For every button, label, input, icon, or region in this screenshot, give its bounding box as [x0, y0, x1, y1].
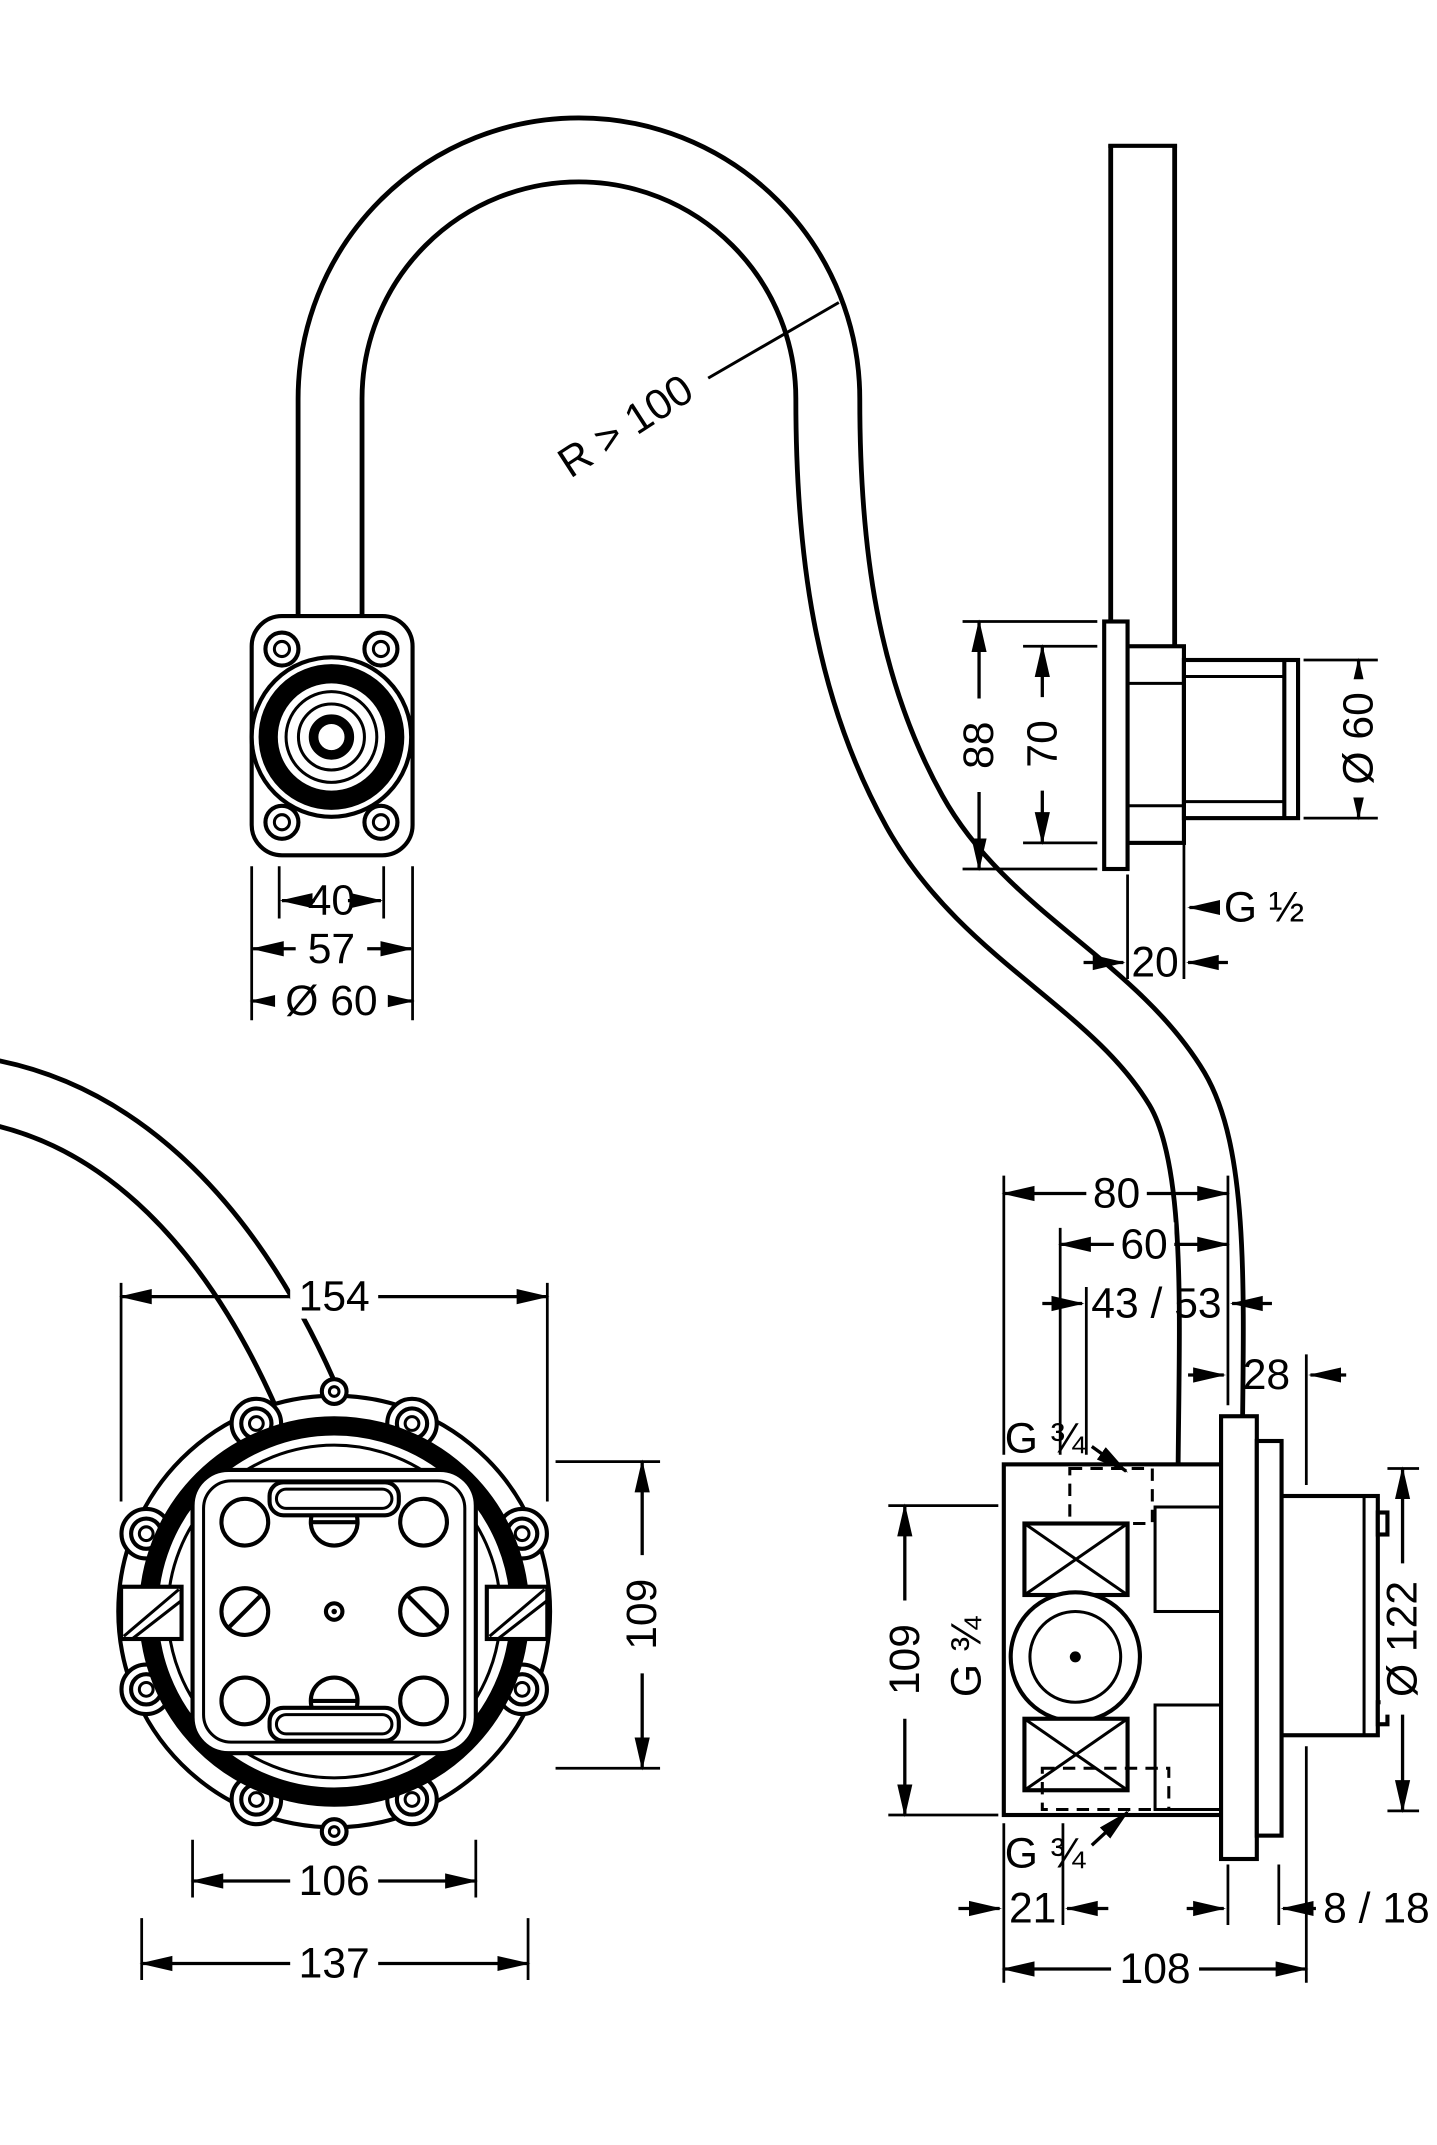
dim-88-label: 88 — [955, 722, 1003, 769]
wall-plate — [1219, 1414, 1259, 1862]
body-front-view — [116, 1377, 553, 1846]
flange-spigot — [1181, 657, 1301, 821]
flange-dimensions: 40 57 Ø 60 — [249, 866, 415, 1025]
bottom-port-hidden — [1040, 1766, 1171, 1812]
flange-side-plate — [1102, 619, 1130, 872]
dim-d60-label: Ø 60 — [285, 977, 377, 1025]
dim-70-label: 70 — [1018, 720, 1066, 767]
thread-g34-bottom-label: G ¾ — [1005, 1830, 1086, 1878]
flange-side-dimensions: 88 70 Ø 60 G ½ 20 — [955, 619, 1383, 987]
dim-43-53-label: 43 / 53 — [1091, 1280, 1221, 1328]
dim-137-label: 137 — [299, 1940, 370, 1988]
dim-154-label: 154 — [299, 1273, 370, 1321]
dim-57-label: 57 — [308, 925, 355, 973]
dim-8-18-label: 8 / 18 — [1323, 1885, 1430, 1933]
hose-riser-pipe — [1108, 143, 1178, 647]
dim-21-label: 21 — [1009, 1885, 1056, 1933]
thread-g12-label: G ½ — [1224, 884, 1305, 932]
flange-side-view — [1102, 619, 1301, 872]
body-side-dimensions: 80 60 43 / 53 28 G ¾ 109 G ¾ Ø 122 G ¾ 2… — [881, 1170, 1430, 1994]
dim-20-label: 20 — [1131, 939, 1178, 987]
dim-40-label: 40 — [308, 877, 355, 925]
dim-d60-side-label: Ø 60 — [1335, 692, 1383, 784]
radius-annotation: R > 100 — [550, 365, 702, 487]
dim-28-label: 28 — [1243, 1351, 1290, 1399]
dim-60-label: 60 — [1120, 1220, 1167, 1268]
dim-80-label: 80 — [1093, 1170, 1140, 1218]
flange-front-view — [249, 613, 415, 858]
body-side-view — [1001, 1414, 1390, 1862]
thread-g34-top-label: G ¾ — [1005, 1414, 1086, 1462]
radius-leader-line — [707, 301, 840, 380]
dim-109-side-label: 109 — [881, 1624, 929, 1695]
flange-hub — [308, 714, 355, 760]
body-side-box — [1279, 1493, 1380, 1738]
dim-d122-label: Ø 122 — [1379, 1581, 1427, 1697]
dim-106-label: 106 — [299, 1857, 370, 1905]
dim-109-label: 109 — [618, 1579, 666, 1650]
hose-loop — [295, 115, 1246, 1469]
body-front-dimensions: 154 109 106 137 — [118, 1273, 666, 1988]
thread-g34-side-label: G ¾ — [943, 1616, 991, 1697]
flange-side-body — [1125, 644, 1186, 845]
hose-left — [0, 1058, 351, 1441]
dim-108-label: 108 — [1120, 1945, 1191, 1993]
